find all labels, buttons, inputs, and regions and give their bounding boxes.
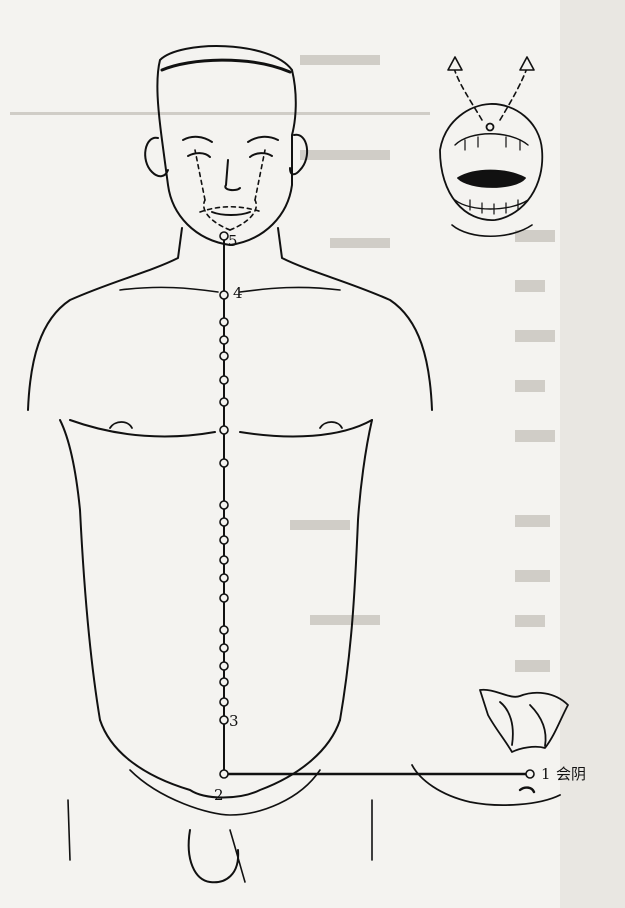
point-label-2: 2 bbox=[214, 786, 224, 804]
meridian-point bbox=[220, 291, 228, 299]
meridian-point bbox=[220, 352, 228, 360]
point-label-5: 5 bbox=[228, 232, 238, 250]
meridian-point bbox=[220, 644, 228, 652]
right-eye bbox=[250, 153, 272, 157]
right-nipple bbox=[320, 422, 342, 428]
meridian-point bbox=[220, 376, 228, 384]
meridian-point-1 bbox=[526, 770, 534, 778]
mouth-arrowheads bbox=[448, 57, 534, 70]
meridian-point bbox=[220, 626, 228, 634]
meridian-point bbox=[220, 536, 228, 544]
point-label-3: 3 bbox=[229, 712, 239, 730]
point-label-1-name: 会阴 bbox=[556, 765, 586, 783]
point-label-4: 4 bbox=[233, 284, 243, 302]
meridian-point bbox=[220, 398, 228, 406]
point-label-1: 1 bbox=[541, 765, 551, 783]
perineum-inset bbox=[412, 690, 568, 805]
left-eyebrow bbox=[183, 137, 212, 142]
meridian-point bbox=[220, 678, 228, 686]
mouth-point bbox=[487, 124, 494, 131]
tongue bbox=[458, 171, 525, 188]
right-chest bbox=[240, 420, 372, 436]
torso-outline bbox=[28, 228, 432, 882]
meridian-point bbox=[220, 716, 228, 724]
meridian-point bbox=[220, 501, 228, 509]
meridian-point bbox=[220, 459, 228, 467]
meridian-point bbox=[220, 770, 228, 778]
meridian-point bbox=[220, 336, 228, 344]
meridian-point bbox=[220, 518, 228, 526]
meridian-point bbox=[220, 318, 228, 326]
left-side bbox=[60, 420, 100, 720]
mouth bbox=[212, 212, 250, 215]
mouth-inset bbox=[440, 104, 542, 236]
genital-outline bbox=[189, 830, 238, 882]
right-eyebrow bbox=[248, 137, 278, 142]
meridian-point bbox=[220, 594, 228, 602]
meridian-point bbox=[220, 232, 228, 240]
meridian-point bbox=[220, 662, 228, 670]
meridian-point bbox=[220, 556, 228, 564]
left-nipple bbox=[110, 422, 132, 428]
left-eye bbox=[188, 153, 210, 157]
nose bbox=[225, 160, 240, 190]
meridian-point bbox=[220, 426, 228, 434]
head-outline bbox=[145, 46, 307, 245]
right-side bbox=[340, 420, 372, 720]
left-chest bbox=[70, 420, 215, 436]
meridian-points bbox=[220, 232, 534, 778]
meridian-point bbox=[220, 698, 228, 706]
meridian-point bbox=[220, 574, 228, 582]
